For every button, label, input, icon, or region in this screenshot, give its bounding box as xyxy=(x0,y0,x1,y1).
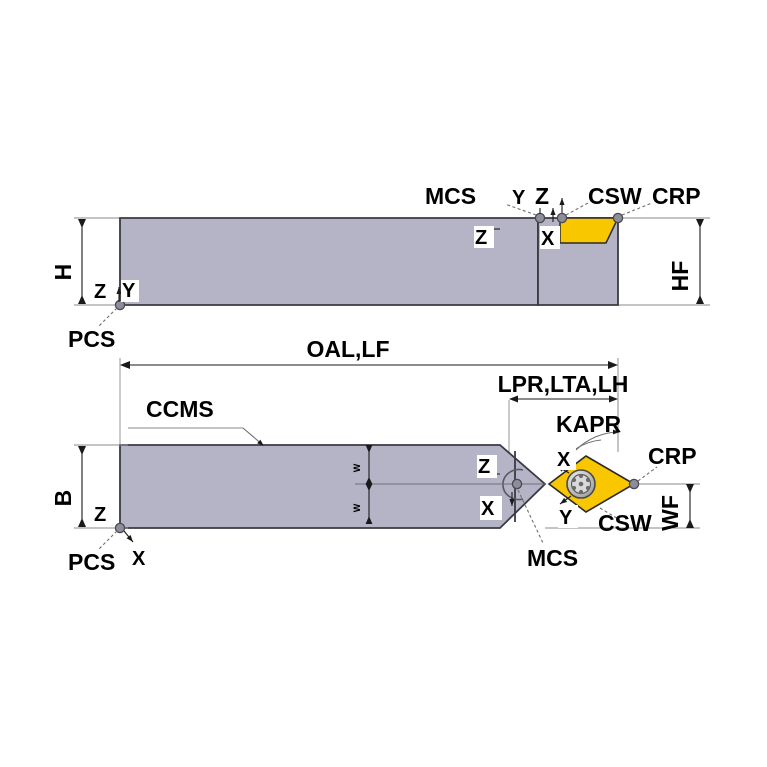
dimension-HF: HF xyxy=(667,219,704,304)
csw-callout-top: CSW xyxy=(598,507,652,536)
crp-label-top: CRP xyxy=(648,443,697,469)
mcs-origin-marker-top xyxy=(511,478,523,490)
oal-lf-label: OAL,LF xyxy=(306,336,389,362)
pcs-leader-side xyxy=(97,307,118,328)
crp-label-side: CRP xyxy=(652,183,701,209)
kapr-label: KAPR xyxy=(556,411,622,437)
mcs-label-side: MCS xyxy=(425,183,476,209)
ccms-leader xyxy=(242,427,265,447)
dimension-half-width: W W xyxy=(352,445,373,524)
insert-screw-torx xyxy=(571,473,591,495)
dimension-H: H xyxy=(50,219,86,304)
crp-callout-top: CRP xyxy=(628,443,697,490)
pcs-z-axis-label-top: Z xyxy=(94,504,106,526)
mcs-x-axis-label-side: X xyxy=(541,228,555,250)
mcs-z-axis-label-top: Z xyxy=(478,456,490,478)
mcs-x-axis-label-top: X xyxy=(481,498,495,520)
pcs-origin-marker-side xyxy=(114,299,126,311)
insert-x-axis-label: X xyxy=(557,449,571,471)
mcs-label-top: MCS xyxy=(527,545,578,571)
pcs-origin-top: PCS Z X xyxy=(68,503,151,575)
dimension-HF-label: HF xyxy=(667,261,693,292)
insert-axes-top: X Y xyxy=(556,448,578,529)
insert-y-axis-label: Y xyxy=(559,507,573,529)
csw-leader-top xyxy=(599,507,621,521)
pcs-origin-side: PCS Z Y xyxy=(68,280,139,352)
pcs-x-axis-label-top: X xyxy=(132,548,146,570)
pcs-label-side: PCS xyxy=(68,326,115,352)
shank-body-top xyxy=(119,444,547,529)
ccms-callout: CCMS xyxy=(128,396,265,447)
mcs-y-axis-label-side: Y xyxy=(512,187,526,209)
pcs-z-axis-label-side: Z xyxy=(94,281,106,303)
mcs-z-axis-label-side: Z xyxy=(475,227,487,249)
dimension-H-label: H xyxy=(50,264,76,281)
side-z-upper-label: Z xyxy=(535,183,549,209)
dimension-OAL-LF: OAL,LF xyxy=(120,336,618,369)
top-view-group: OAL,LF LPR,LTA,LH xyxy=(50,336,700,575)
dimension-WF-label: WF xyxy=(657,495,683,531)
half-width-label-lower: W xyxy=(352,503,362,512)
pcs-leader-top xyxy=(97,530,118,551)
pcs-label-top: PCS xyxy=(68,549,115,575)
crp-marker-side xyxy=(612,212,624,224)
dimension-LPR-LTA-LH: LPR,LTA,LH xyxy=(498,371,629,452)
crp-marker-top xyxy=(628,478,640,490)
csw-leader-side xyxy=(565,202,589,216)
ccms-label: CCMS xyxy=(146,396,214,422)
pcs-y-axis-label-side: Y xyxy=(122,280,136,302)
mcs-callout-top: MCS Z X xyxy=(477,455,578,571)
pcs-origin-marker-top xyxy=(114,522,126,534)
lpr-lta-lh-label: LPR,LTA,LH xyxy=(498,371,629,397)
crp-leader-top xyxy=(637,466,658,482)
dimension-B: B xyxy=(50,444,128,529)
mcs-origin-marker-side xyxy=(534,212,546,224)
half-width-label-upper: W xyxy=(352,463,362,472)
mcs-callout-side: MCS Y Z X xyxy=(425,183,560,250)
csw-label-top: CSW xyxy=(598,510,652,536)
csw-marker-side xyxy=(556,212,568,224)
mcs-leader-top xyxy=(517,489,544,544)
side-view-group: H HF PCS Z Y MCS xyxy=(50,183,710,352)
side-top-callouts: Z CSW CRP xyxy=(535,183,701,224)
csw-label-side: CSW xyxy=(588,183,642,209)
dimension-B-label: B xyxy=(50,490,76,507)
